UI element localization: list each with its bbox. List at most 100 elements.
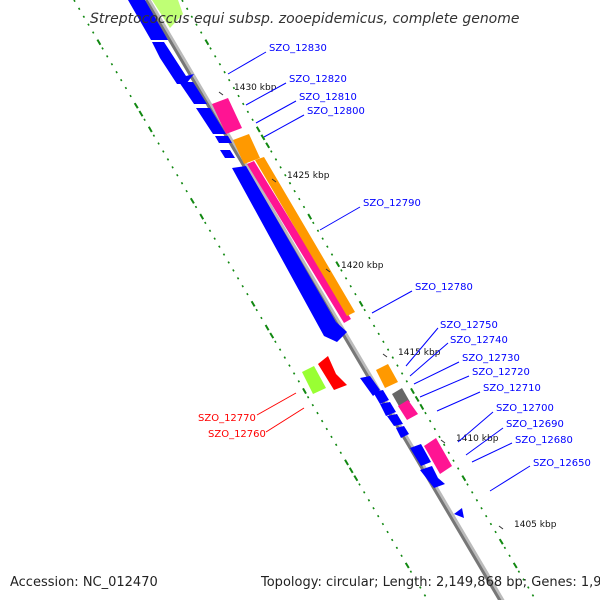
gc-dash: [498, 538, 504, 545]
gc-dash: [274, 340, 277, 344]
gc-dash: [400, 372, 404, 375]
gc-dash: [218, 62, 222, 66]
gene-label-SZO_12760[interactable]: SZO_12760: [208, 429, 266, 440]
gene-label-SZO_12790[interactable]: SZO_12790: [363, 198, 421, 209]
gc-dash: [424, 411, 427, 415]
gc-dash: [284, 173, 287, 177]
gc-dash: [236, 277, 240, 280]
gene-label-SZO_12800[interactable]: SZO_12800: [307, 106, 365, 117]
gc-dash: [297, 380, 300, 383]
gc-dash: [129, 94, 132, 98]
leader-line: [405, 327, 439, 367]
gene-label-SZO_12770[interactable]: SZO_12770: [198, 413, 256, 424]
gene-feature-SZO_12730[interactable]: [373, 390, 389, 404]
leader-line: [413, 361, 460, 385]
gene-label-SZO_12780[interactable]: SZO_12780: [415, 282, 473, 293]
gc-dash: [414, 395, 420, 403]
gene-feature-SZO_12830[interactable]: [152, 42, 194, 84]
gc-dash: [190, 15, 194, 19]
gc-dash: [316, 411, 319, 415]
gc-dash: [227, 261, 230, 264]
gene-feature-SZO_12760[interactable]: [318, 356, 347, 390]
gene-feature-SZO_12800[interactable]: [233, 134, 260, 164]
gc-dash: [354, 292, 357, 296]
gene-label-SZO_12820[interactable]: SZO_12820: [289, 74, 347, 85]
gc-dash: [279, 166, 282, 169]
gc-dash: [298, 197, 301, 201]
gene-label-SZO_12750[interactable]: SZO_12750: [440, 320, 498, 331]
gene-feature-top-lime[interactable]: [152, 0, 183, 28]
gc-dash: [288, 364, 291, 367]
gc-dash: [348, 467, 354, 474]
gene-label-SZO_12650[interactable]: SZO_12650: [533, 458, 591, 469]
gc-dash: [213, 237, 216, 240]
gene-feature-long-blue[interactable]: [232, 166, 347, 342]
gene-feature-SZO_12690[interactable]: [424, 438, 452, 474]
gene-feature-long-magenta[interactable]: [247, 161, 351, 323]
gc-dash: [349, 284, 352, 288]
gc-dash: [143, 118, 146, 122]
gc-dash: [251, 118, 254, 122]
gc-dash: [138, 110, 144, 117]
gene-feature-blue-small-2[interactable]: [387, 414, 403, 426]
gene-label-SZO_12720[interactable]: SZO_12720: [472, 367, 530, 378]
gene-feature-blue-small-3[interactable]: [396, 426, 409, 438]
gene-label-SZO_12700[interactable]: SZO_12700: [496, 403, 554, 414]
gc-dash: [270, 150, 273, 153]
gc-dash: [278, 348, 282, 351]
gc-dash: [218, 245, 221, 248]
gene-label-SZO_12730[interactable]: SZO_12730: [462, 353, 520, 364]
gc-dash: [250, 300, 256, 307]
gc-dash: [358, 300, 364, 307]
accession-text: Accession: NC_012470: [10, 575, 158, 590]
gene-feature-SZO_12820[interactable]: [212, 98, 242, 134]
gc-dash: [508, 554, 511, 558]
gene-label-SZO_12830[interactable]: SZO_12830: [269, 43, 327, 54]
gc-dash: [409, 570, 413, 573]
gene-feature-blue-3[interactable]: [215, 136, 232, 143]
gc-dash: [147, 126, 153, 133]
gene-feature-blue-1[interactable]: [179, 82, 207, 104]
gc-dash: [157, 142, 160, 145]
leader-line: [265, 407, 305, 433]
gc-dash: [367, 499, 371, 502]
gene-feature-SZO_12790[interactable]: [255, 157, 355, 316]
gene-feature-SZO_12680[interactable]: [420, 466, 445, 488]
gc-dash: [461, 475, 467, 482]
gene-label-SZO_12710[interactable]: SZO_12710: [483, 383, 541, 394]
gc-dash: [223, 70, 226, 74]
gene-feature-top-blue[interactable]: [128, 0, 168, 40]
gc-dash: [166, 158, 170, 161]
gene-feature-SZO_12770[interactable]: [302, 366, 326, 394]
leader-line: [319, 206, 361, 231]
gene-feature-SZO_12650[interactable]: [454, 508, 464, 518]
gc-dash: [335, 261, 341, 268]
gc-dash: [316, 229, 320, 233]
gc-dash: [386, 348, 390, 351]
gc-dash: [340, 269, 343, 272]
gene-feature-SZO_12710[interactable]: [398, 400, 418, 420]
gc-dash: [283, 356, 286, 359]
tick-label: 1405 kbp: [514, 520, 557, 530]
gene-feature-SZO_12740[interactable]: [360, 376, 380, 396]
gc-dash: [228, 78, 231, 82]
gene-label-SZO_12740[interactable]: SZO_12740: [450, 335, 508, 346]
gene-label-SZO_12690[interactable]: SZO_12690: [506, 419, 564, 430]
gc-dash: [363, 308, 366, 312]
gene-feature-blue-small-1[interactable]: [380, 402, 396, 416]
gc-dash: [377, 332, 380, 336]
position-ticks: 1430 kbp 1425 kbp 1420 kbp 1415 kbp 1410…: [218, 83, 557, 530]
gc-dash: [185, 189, 188, 193]
gc-dash: [475, 499, 479, 502]
gene-feature-blue-4[interactable]: [220, 150, 235, 158]
leader-line: [465, 427, 504, 456]
gene-feature-SZO_12700[interactable]: [410, 444, 431, 466]
gene-feature-blue-2[interactable]: [196, 108, 226, 134]
gene-label-SZO_12810[interactable]: SZO_12810: [299, 92, 357, 103]
gc-dash: [152, 134, 156, 137]
gc-dash: [208, 229, 212, 233]
gc-dash: [344, 277, 348, 280]
gene-feature-SZO_12750[interactable]: [376, 364, 398, 388]
gene-label-SZO_12680[interactable]: SZO_12680: [515, 435, 573, 446]
